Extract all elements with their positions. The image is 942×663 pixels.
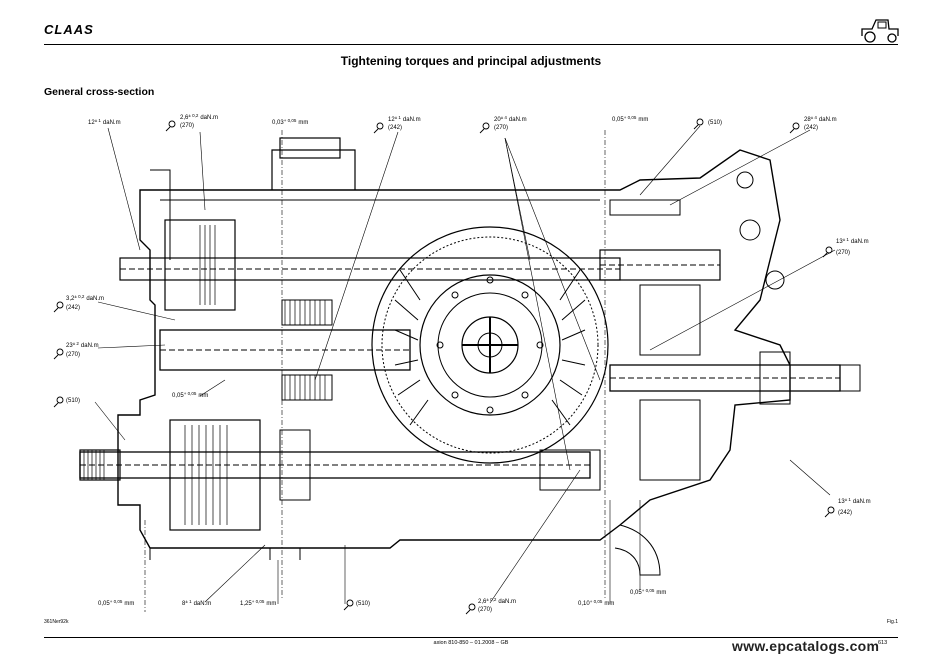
page-title: Tightening torques and principal adjustm… [340, 54, 602, 68]
svg-text:(242): (242) [804, 125, 818, 131]
svg-text:(510): (510) [708, 120, 722, 126]
leader-lines [94, 125, 836, 612]
svg-text:(270): (270) [478, 607, 492, 613]
wrench-icon [165, 120, 176, 132]
svg-text:(270): (270) [836, 250, 850, 256]
wrench-icon [789, 122, 800, 134]
section-heading: General cross-section [44, 86, 155, 98]
wrench-icon [479, 122, 490, 134]
wrench-icon [373, 122, 384, 134]
svg-text:(242): (242) [388, 125, 402, 131]
tractor-icon [861, 19, 899, 43]
wrench-icon [824, 506, 835, 518]
svg-text:(510): (510) [356, 601, 370, 607]
brand-logo: CLAAS [44, 22, 94, 37]
wrench-icon [343, 599, 354, 611]
svg-text:(242): (242) [838, 510, 852, 516]
page-number: 613 [878, 640, 888, 646]
svg-text:(270): (270) [180, 123, 194, 129]
svg-text:(242): (242) [66, 305, 80, 311]
wrench-icon [53, 348, 64, 360]
wrench-icon [53, 396, 64, 408]
svg-text:(270): (270) [66, 352, 80, 358]
svg-text:(270): (270) [494, 125, 508, 131]
footer-doc-id: axion 810-850 – 01.2008 – GB [433, 640, 509, 646]
wrench-icon [465, 603, 476, 615]
drawing-linework [79, 137, 861, 576]
header-rule [44, 44, 898, 45]
watermark: www.epcatalogs.com [732, 638, 880, 654]
figure-ref-code: 361Ner92k [44, 619, 69, 625]
wrench-icon [693, 118, 704, 130]
wrench-icon [53, 301, 64, 313]
wrench-icons [53, 118, 835, 615]
svg-text:(510): (510) [66, 398, 80, 404]
footer-rule [44, 637, 898, 638]
figure-number: Fig.1 [886, 619, 898, 625]
wrench-icon [822, 246, 833, 258]
